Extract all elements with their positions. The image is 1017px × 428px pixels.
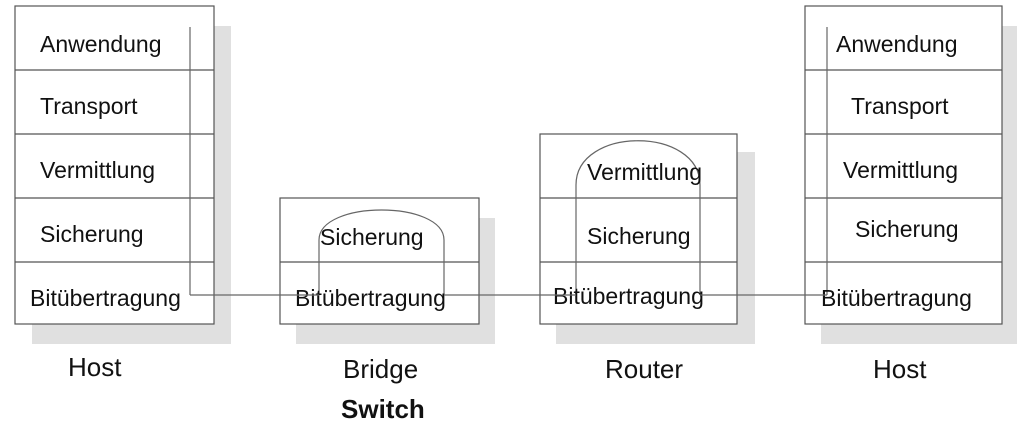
host-right-label: Host	[873, 354, 927, 384]
bridge-stack: Sicherung Bitübertragung	[279, 197, 480, 325]
router-layer-3: Bitübertragung	[553, 283, 704, 309]
bridge-sublabel: Switch	[341, 394, 425, 424]
host-right-layer-2: Transport	[851, 93, 949, 119]
bridge-layer-2: Bitübertragung	[295, 285, 446, 311]
router-layer-1: Vermittlung	[587, 159, 702, 185]
bridge-label: Bridge	[343, 354, 418, 384]
bridge-data-path	[318, 209, 445, 295]
host-left-layer-1: Anwendung	[40, 31, 162, 57]
host-right-layer-3: Vermittlung	[843, 157, 958, 183]
host-left-layer-5: Bitübertragung	[30, 285, 181, 311]
host-right-layer-1: Anwendung	[836, 31, 958, 57]
router-layer-2: Sicherung	[587, 223, 691, 249]
host-left-layer-2: Transport	[40, 93, 138, 119]
host-right-layer-5: Bitübertragung	[821, 285, 972, 311]
host-right-stack: Anwendung Transport Vermittlung Sicherun…	[804, 5, 1003, 325]
host-left-label: Host	[68, 352, 122, 382]
router-label: Router	[605, 354, 683, 384]
host-right-layer-4: Sicherung	[855, 216, 959, 242]
host-left-layer-4: Sicherung	[40, 221, 144, 247]
bridge-layer-1: Sicherung	[320, 224, 424, 250]
router-stack: Vermittlung Sicherung Bitübertragung	[539, 133, 738, 325]
host-left-stack: Anwendung Transport Vermittlung Sicherun…	[14, 5, 215, 325]
host-left-layer-3: Vermittlung	[40, 157, 155, 183]
router-data-path	[575, 140, 701, 295]
